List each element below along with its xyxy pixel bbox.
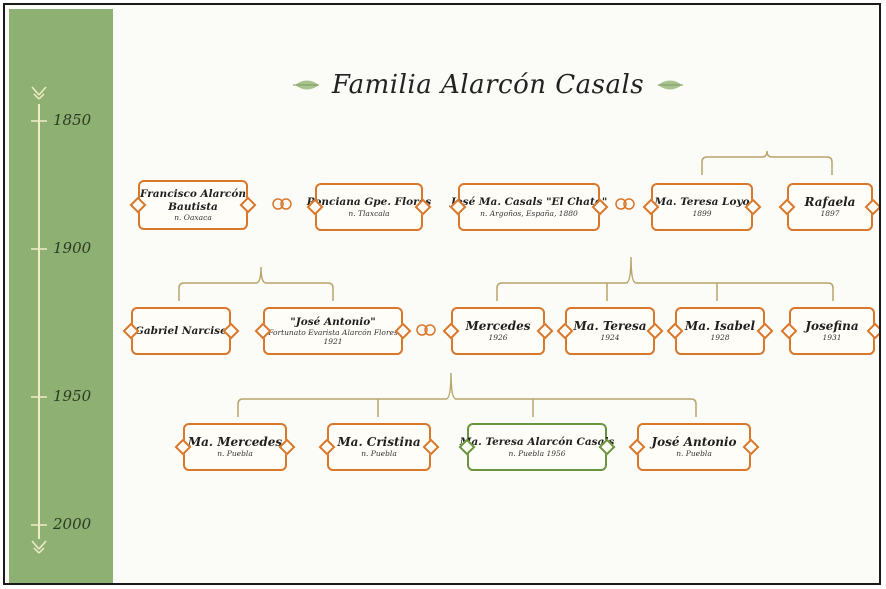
year-label-1950: 1950	[53, 387, 92, 405]
person-detail: 1921	[323, 337, 343, 347]
person-card-gabriel-narciso[interactable]: Gabriel Narciso	[131, 307, 231, 355]
year-label-2000: 2000	[53, 515, 92, 533]
year-label-1900: 1900	[53, 239, 92, 257]
person-detail: 1924	[600, 333, 620, 343]
person-name: Francisco Alarcón	[139, 188, 247, 201]
person-card-jose-antonio-puebla[interactable]: José Antonio n. Puebla	[637, 423, 751, 471]
person-card-josefina[interactable]: Josefina 1931	[789, 307, 875, 355]
leaf-ornament-left-icon	[293, 80, 319, 90]
marriage-rings-icon	[615, 198, 635, 210]
person-name: Gabriel Narciso	[134, 324, 228, 337]
marriage-rings-icon	[416, 324, 436, 336]
year-label-1850: 1850	[53, 111, 92, 129]
person-name: Ma. Teresa	[573, 318, 647, 333]
person-detail: 1897	[820, 209, 840, 219]
person-detail: 1926	[488, 333, 508, 343]
person-card-ma-cristina[interactable]: Ma. Cristina n. Puebla	[327, 423, 431, 471]
person-card-jose-ma-casals[interactable]: José Ma. Casals "El Chato" n. Argoños, E…	[451, 183, 607, 231]
person-detail: n. Argoños, España, 1880	[480, 208, 578, 218]
timeline-axis	[31, 86, 47, 554]
person-name: Ma. Teresa Loyo	[654, 196, 750, 209]
person-full-name: Fortunato Evarista Alarcón Flores	[268, 328, 398, 338]
person-card-ma-teresa-alarcon-casals[interactable]: Ma. Teresa Alarcón Casals n. Puebla 1956	[460, 423, 614, 471]
person-name-line2: Bautista	[168, 200, 218, 213]
leaf-ornament-right-icon	[658, 80, 683, 90]
person-detail: n. Puebla	[361, 449, 397, 459]
person-card-mercedes[interactable]: Mercedes 1926	[451, 307, 545, 355]
person-card-francisco[interactable]: Francisco Alarcón Bautista n. Oaxaca	[138, 180, 248, 230]
person-detail: 1931	[822, 333, 842, 343]
person-name: "José Antonio"	[290, 315, 376, 328]
person-detail: 1899	[692, 208, 712, 218]
person-card-ma-teresa-loyo[interactable]: Ma. Teresa Loyo 1899	[651, 183, 753, 231]
person-name: Ma. Isabel	[684, 318, 756, 333]
person-name: Ma. Mercedes	[187, 434, 283, 449]
person-detail: n. Puebla	[676, 449, 712, 459]
person-name: José Ma. Casals "El Chato"	[450, 196, 608, 209]
diagram-frame: 1850 1900 1950 2000 Familia Alarcón Casa…	[3, 3, 881, 585]
diagram-title: Familia Alarcón Casals	[293, 65, 683, 105]
family-connectors	[178, 150, 834, 417]
person-detail: n. Puebla 1956	[508, 448, 566, 458]
person-card-ponciana[interactable]: Ponciana Gpe. Flores n. Tlaxcala	[307, 183, 431, 231]
person-detail: n. Puebla	[217, 449, 253, 459]
person-name: Rafaela	[804, 194, 856, 209]
person-name: Ma. Teresa Alarcón Casals	[459, 436, 615, 449]
person-detail: n. Oaxaca	[174, 212, 212, 222]
timeline-bar: 1850 1900 1950 2000	[9, 9, 113, 583]
person-card-ma-mercedes[interactable]: Ma. Mercedes n. Puebla	[183, 423, 287, 471]
marriage-rings-icon	[272, 198, 292, 210]
person-card-ma-isabel[interactable]: Ma. Isabel 1928	[675, 307, 765, 355]
person-name: Mercedes	[465, 318, 531, 333]
page-title: Familia Alarcón Casals	[331, 70, 645, 100]
person-card-jose-antonio-1921[interactable]: "José Antonio" Fortunato Evarista Alarcó…	[263, 307, 403, 355]
person-card-rafaela[interactable]: Rafaela 1897	[787, 183, 873, 231]
person-detail: 1928	[710, 333, 730, 343]
person-name: Josefina	[805, 318, 859, 333]
person-card-ma-teresa-1924[interactable]: Ma. Teresa 1924	[565, 307, 655, 355]
person-name: José Antonio	[651, 434, 737, 449]
person-detail: n. Tlaxcala	[348, 208, 390, 218]
person-name: Ponciana Gpe. Flores	[306, 196, 432, 209]
person-name: Ma. Cristina	[337, 434, 421, 449]
